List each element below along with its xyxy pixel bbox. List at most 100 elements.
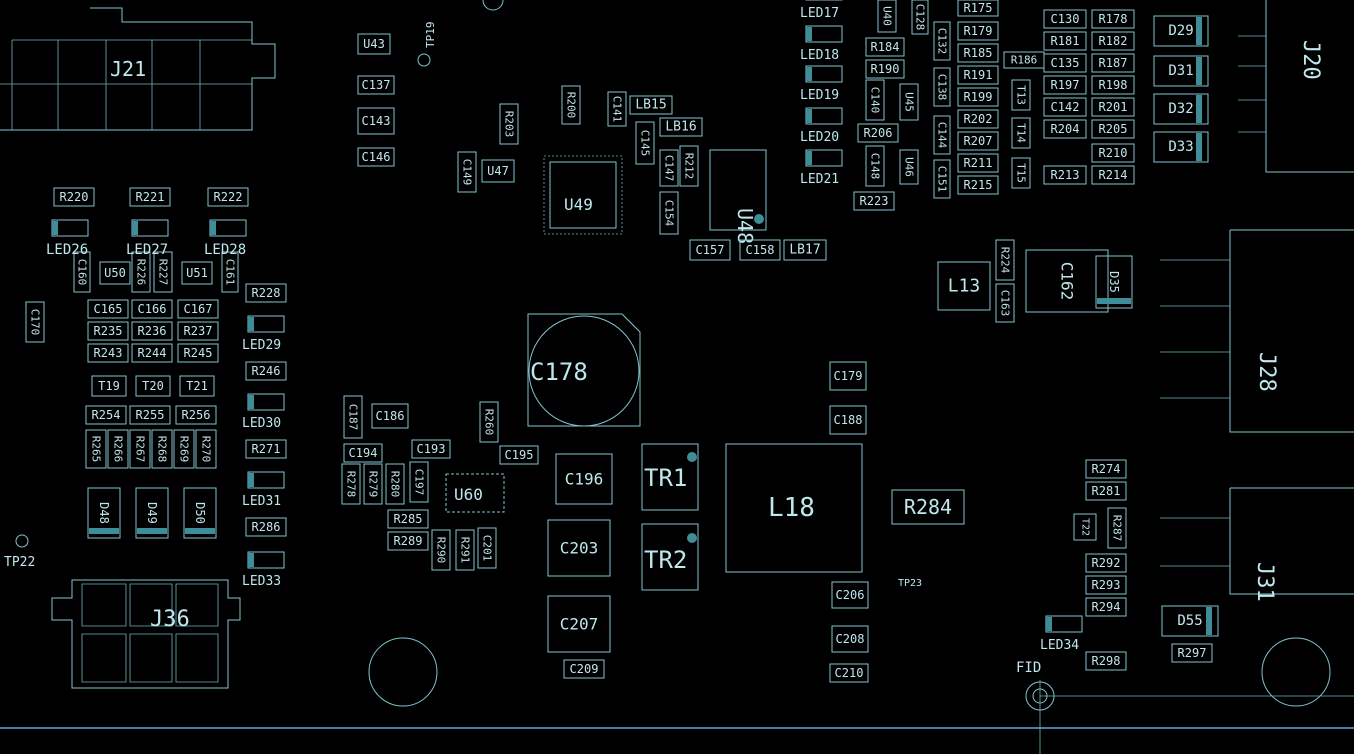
component-outline [635, 121, 655, 165]
refdes-label: TR2 [644, 546, 687, 574]
component-outline [829, 663, 869, 683]
refdes-label: R298 [1092, 654, 1121, 668]
component-outline [1153, 55, 1209, 87]
refdes-label: D50 [193, 502, 207, 524]
component-d49: D49 [135, 487, 169, 539]
component-outline [831, 625, 869, 653]
component-outline [561, 85, 581, 125]
refdes-label: R200 [565, 92, 578, 119]
component-outline [1091, 9, 1135, 29]
component-outline [957, 153, 999, 173]
led-pad [248, 473, 254, 487]
refdes-label: R201 [1099, 100, 1128, 114]
refdes-label: C130 [1051, 12, 1080, 26]
component-led21: LED21 [800, 149, 843, 187]
component-c146: C146 [357, 147, 395, 167]
component-r224: R224 [995, 239, 1015, 281]
board-label-tp23: TP23 [898, 578, 922, 589]
refdes-label: LED19 [800, 88, 839, 103]
component-t14: T14 [1011, 117, 1031, 149]
refdes-label: R297 [1178, 646, 1207, 660]
component-outline [1091, 97, 1135, 117]
led-pad [806, 67, 812, 81]
component-r206: R206 [857, 123, 899, 143]
component-outline [151, 429, 173, 469]
refdes-label: C206 [836, 588, 865, 602]
component-c188: C188 [829, 405, 867, 435]
component-r271: R271 [245, 439, 287, 459]
component-outline [499, 103, 519, 145]
component-r268: R268 [151, 429, 173, 469]
component-outline [877, 0, 897, 33]
component-outline [563, 659, 605, 679]
component-r270: R270 [195, 429, 217, 469]
refdes-label: C158 [746, 243, 775, 257]
component-outline [957, 175, 999, 195]
component-r236: R236 [131, 321, 173, 341]
refdes-label: R243 [94, 346, 123, 360]
component-led28: LED28 [204, 219, 247, 258]
component-c149: C149 [457, 151, 477, 193]
component-r191: R191 [957, 65, 999, 85]
refdes-label: C132 [936, 28, 949, 55]
refdes-label: R198 [1099, 78, 1128, 92]
component-outline [1153, 131, 1209, 163]
refdes-label: R285 [394, 512, 423, 526]
component-r197: R197 [1043, 75, 1087, 95]
component-outline [1003, 51, 1045, 69]
component-r279: R279 [363, 463, 383, 505]
component-r278: R278 [341, 463, 361, 505]
component-outline [1043, 75, 1087, 95]
refdes-label: D49 [145, 502, 159, 524]
component-outline [1043, 165, 1087, 185]
refdes-label: C203 [560, 539, 599, 558]
cathode-band [1206, 607, 1212, 635]
refdes-label: R280 [389, 471, 402, 498]
component-r291: R291 [455, 529, 475, 571]
component-outline [1043, 97, 1087, 117]
component-r244: R244 [131, 343, 173, 363]
refdes-label: C208 [836, 632, 865, 646]
component-c162: C162 [1025, 249, 1109, 313]
refdes-label: R255 [136, 408, 165, 422]
component-r269: R269 [173, 429, 195, 469]
led-pad [806, 151, 812, 165]
component-outline [85, 429, 107, 469]
component-outline [1085, 651, 1127, 671]
component-outline [1171, 643, 1213, 663]
component-outline [1091, 143, 1135, 163]
component-d33: D33 [1153, 131, 1209, 163]
refdes-label: R206 [864, 126, 893, 140]
component-outline [957, 43, 999, 63]
component-outline [363, 463, 383, 505]
component-outline [107, 429, 129, 469]
refdes-label: R224 [999, 247, 1012, 274]
component-outline [371, 403, 409, 429]
led-pad [248, 317, 254, 331]
refdes-label: R214 [1099, 168, 1128, 182]
refdes-label: LED28 [204, 242, 246, 258]
component-outline [659, 191, 679, 235]
component-c160: C160 [73, 251, 91, 293]
component-outline [481, 159, 515, 183]
refdes-label: LB16 [665, 120, 696, 135]
component-outline [629, 95, 673, 115]
component-c161: C161 [221, 251, 239, 293]
refdes-label: R246 [252, 364, 281, 378]
component-outline [245, 361, 287, 381]
component-outline [1091, 31, 1135, 51]
board-label-tp19: TP19 [424, 22, 437, 49]
component-u49: U49 [564, 195, 593, 214]
component-r265: R265 [85, 429, 107, 469]
component-r237: R237 [177, 321, 219, 341]
component-u50: U50 [99, 261, 131, 285]
component-outline [1091, 75, 1135, 95]
refdes-label: R187 [1099, 56, 1128, 70]
component-outline [207, 187, 249, 207]
component-outline [1085, 459, 1127, 479]
component-outline [409, 461, 429, 503]
component-outline [1085, 553, 1127, 573]
refdes-label: R175 [964, 1, 993, 15]
